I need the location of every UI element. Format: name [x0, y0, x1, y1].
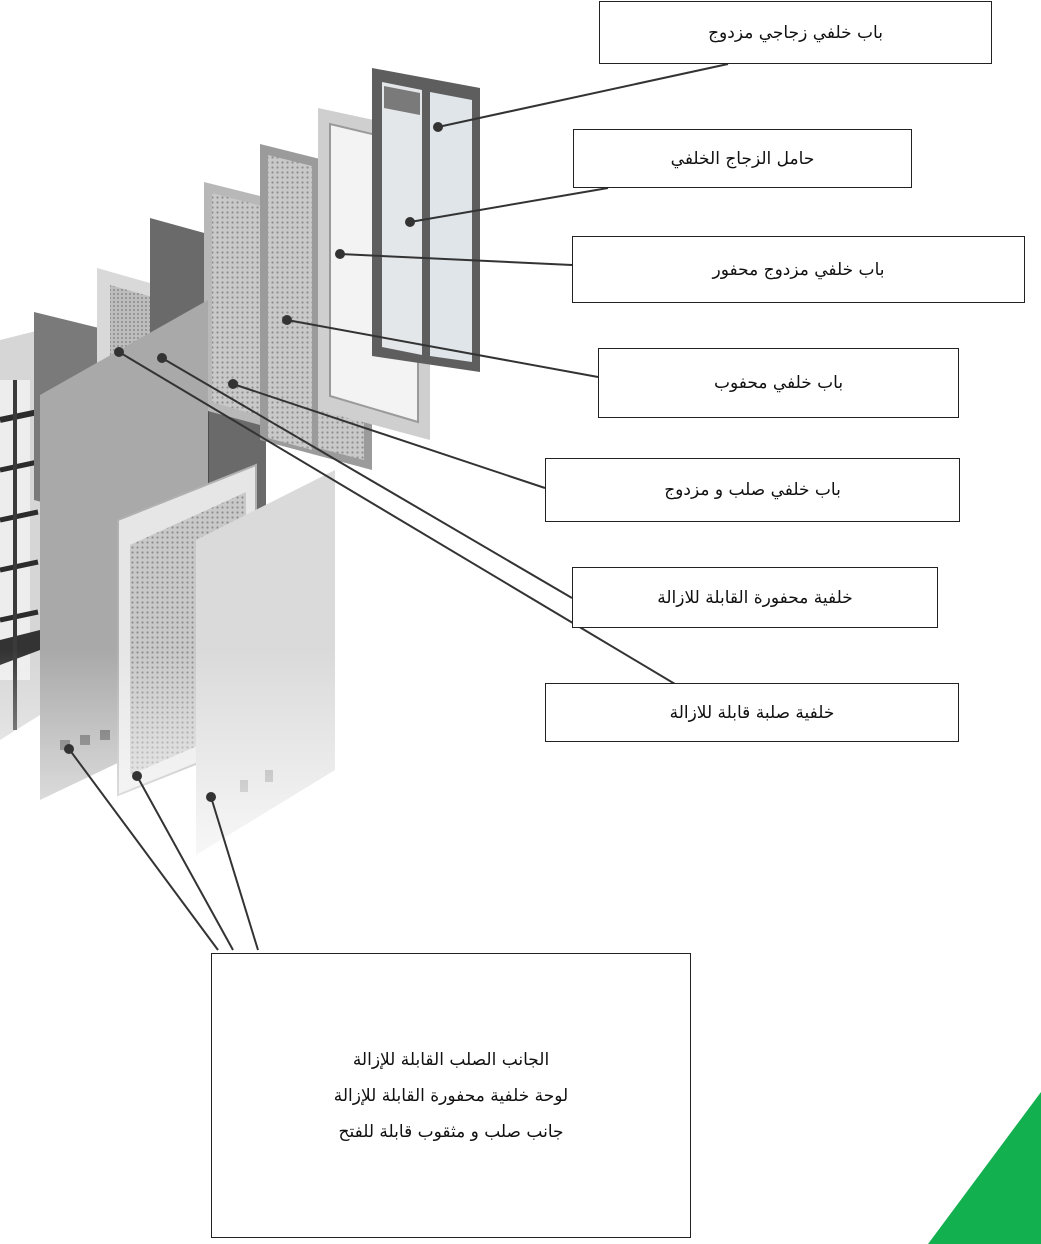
label-glass-double-rear-door: باب خلفي زجاجي مزدوج [599, 1, 992, 64]
accent-triangle [928, 1092, 1041, 1244]
label-removable-perforated-back: خلفية محفورة القابلة للازالة [572, 567, 938, 628]
label-rear-glass-holder: حامل الزجاج الخلفي [573, 129, 912, 188]
leader-dots [64, 122, 443, 802]
double-glass-rear-door [372, 68, 480, 372]
side-panels-line-2: لوحة خلفية محفورة القابلة للإزالة [333, 1085, 569, 1106]
label-perforated-rear-door: باب خلفي محفوب [598, 348, 959, 418]
rack-frame [0, 330, 40, 740]
side-panels-line-1: الجانب الصلب القابلة للإزالة [352, 1049, 550, 1070]
label-removable-solid-back: خلفية صلبة قابلة للازالة [545, 683, 959, 742]
side-panels-line-3: جانب صلب و مثقوب قابلة للفتح [338, 1121, 564, 1142]
leader-lines [68, 63, 729, 951]
label-double-perforated-rear-door: باب خلفي مزدوج محفور [572, 236, 1025, 303]
label-side-panels: الجانب الصلب القابلة للإزالة لوحة خلفية … [211, 953, 691, 1238]
label-solid-double-rear-door: باب خلفي صلب و مزدوج [545, 458, 960, 522]
